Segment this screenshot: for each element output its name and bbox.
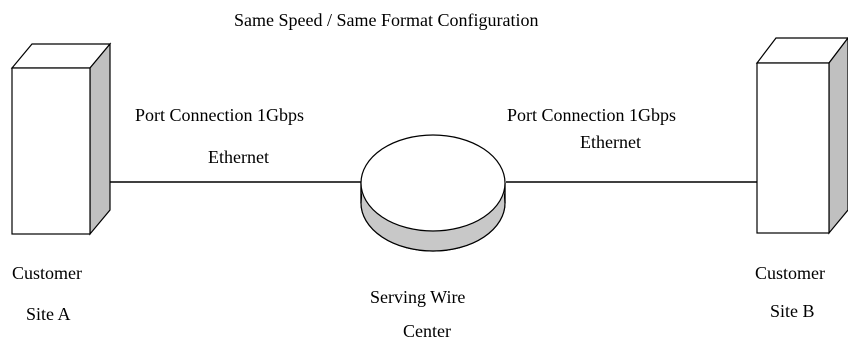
site-b-label: Customer	[755, 263, 825, 283]
site-a-server-icon	[10, 42, 112, 236]
site-a-sublabel: Site A	[26, 304, 71, 324]
diagram-title: Same Speed / Same Format Configuration	[234, 10, 539, 30]
site-a-label: Customer	[12, 263, 82, 283]
right-link-sublabel: Ethernet	[580, 132, 641, 152]
site-b-server-icon	[755, 37, 848, 235]
left-link-sublabel: Ethernet	[208, 147, 269, 167]
site-b-sublabel: Site B	[770, 301, 815, 321]
wire-center-hub-icon	[360, 134, 506, 252]
left-link-label: Port Connection 1Gbps	[135, 105, 304, 125]
hub-sublabel: Center	[403, 321, 451, 341]
hub-label: Serving Wire	[370, 287, 466, 307]
right-link-label: Port Connection 1Gbps	[507, 105, 676, 125]
